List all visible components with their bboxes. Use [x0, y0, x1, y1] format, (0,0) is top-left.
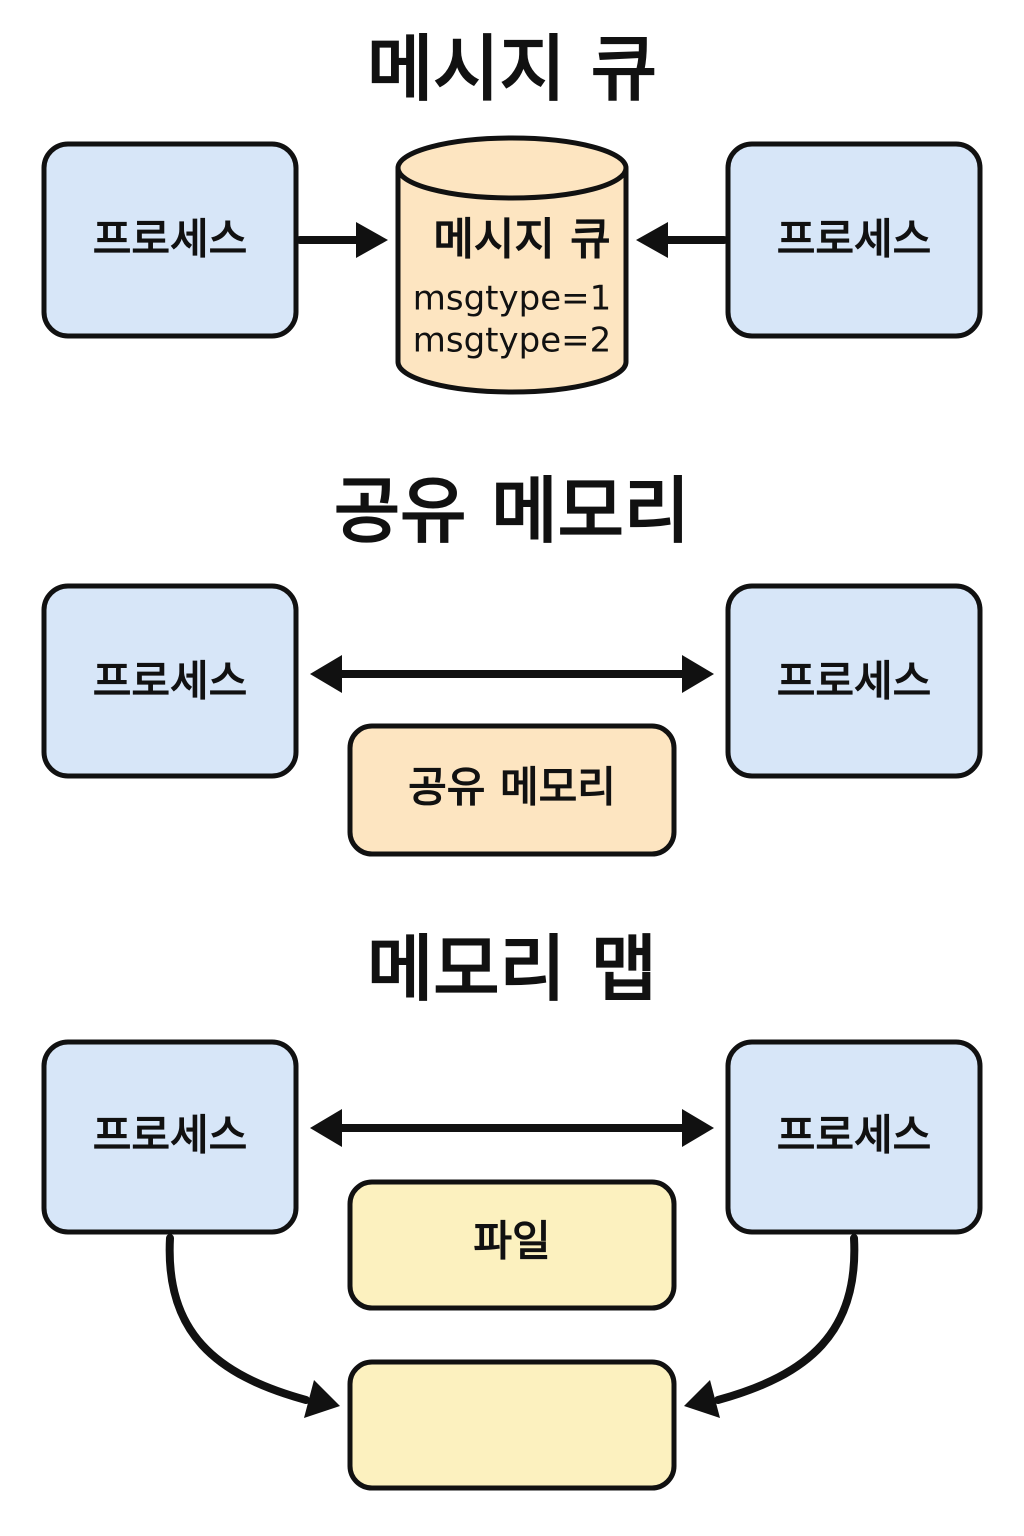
message-queue-left-arrowhead [356, 222, 388, 258]
shared-memory-left-process-box [41, 583, 299, 779]
shared-memory-right-process-label: 프로세스 [777, 657, 932, 706]
memory-map-left-arrowhead [310, 1109, 342, 1147]
message-queue-left-process-label: 프로세스 [93, 215, 248, 264]
shared-memory-left-arrowhead [310, 655, 342, 693]
memory-map-left-process-label: 프로세스 [93, 1111, 248, 1160]
memory-map-right-curve-arrowhead [684, 1380, 720, 1418]
message-queue-section: 메시지 큐 프로세스 프로세스 메시지 큐 msgtype=1 msgtype=… [41, 27, 983, 395]
memory-map-left-curve-arrowhead [304, 1380, 340, 1418]
message-queue-right-process-label: 프로세스 [777, 215, 932, 264]
memory-map-title: 메모리 맵 [367, 927, 657, 1011]
memory-map-right-process-label: 프로세스 [777, 1111, 932, 1160]
memory-map-section: 메모리 맵 프로세스 프로세스 파일 [41, 927, 983, 1491]
shared-memory-right-process-box [725, 583, 983, 779]
message-queue-cylinder-body [395, 168, 629, 395]
memory-map-left-process-box [41, 1039, 299, 1235]
memory-map-right-curve [714, 1234, 859, 1404]
message-queue-item: msgtype=1 [413, 279, 612, 319]
shared-memory-section: 공유 메모리 프로세스 프로세스 공유 메모리 [41, 469, 983, 857]
shared-memory-left-process-label: 프로세스 [93, 657, 248, 706]
memory-map-right-process-box [725, 1039, 983, 1235]
message-queue-label: 메시지 큐 [433, 214, 610, 265]
memory-map-mapped-region-box [347, 1359, 677, 1491]
message-queue-title: 메시지 큐 [367, 27, 657, 111]
message-queue-cylinder [395, 135, 629, 395]
memory-map-left-curve [165, 1234, 310, 1404]
message-queue-right-arrowhead [636, 222, 668, 258]
shared-memory-box-label: 공유 메모리 [408, 763, 616, 812]
shared-memory-box [347, 723, 677, 857]
message-queue-cylinder-top [395, 135, 629, 201]
memory-map-file-box [347, 1179, 677, 1311]
message-queue-item: msgtype=2 [413, 321, 612, 361]
shared-memory-right-arrowhead [682, 655, 714, 693]
shared-memory-title: 공유 메모리 [334, 469, 690, 553]
memory-map-right-arrowhead [682, 1109, 714, 1147]
memory-map-file-label: 파일 [473, 1217, 550, 1266]
